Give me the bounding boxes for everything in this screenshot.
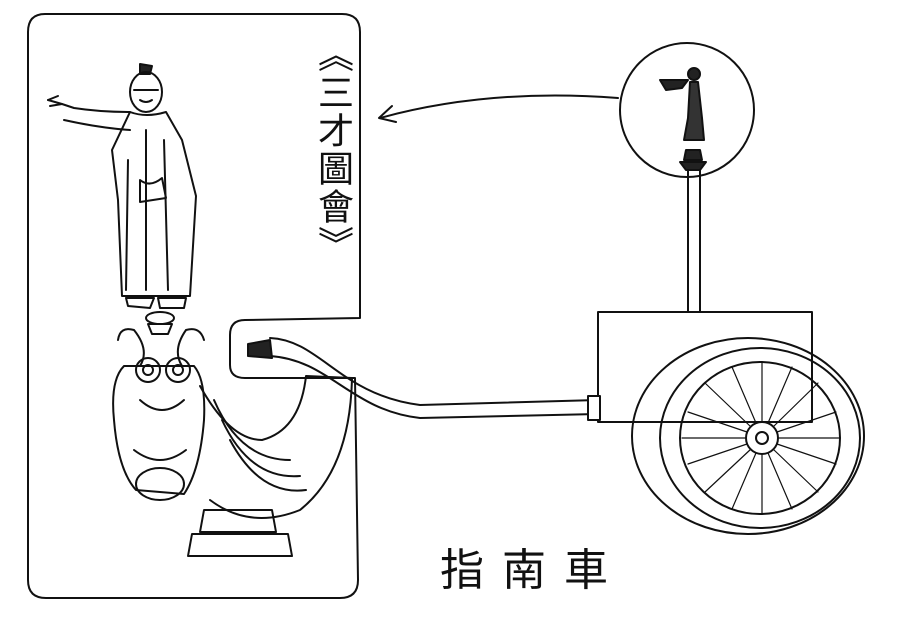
immortal-figure: [47, 63, 197, 309]
illustration-caption: 指南車: [440, 545, 626, 596]
shaft-tip: [247, 339, 273, 359]
book-title: 《三才圖會》: [312, 36, 353, 264]
pointer-arrow: [379, 94, 619, 119]
dragon-base: [112, 311, 353, 557]
inset-frame: [27, 13, 361, 599]
chariot-pole: [687, 169, 701, 313]
small-figure-icon: [659, 67, 707, 171]
arrow-head-icon: [378, 105, 397, 123]
chariot-shaft: [269, 337, 599, 419]
chariot-box: [597, 311, 813, 423]
chariot-wheel: [631, 337, 865, 535]
